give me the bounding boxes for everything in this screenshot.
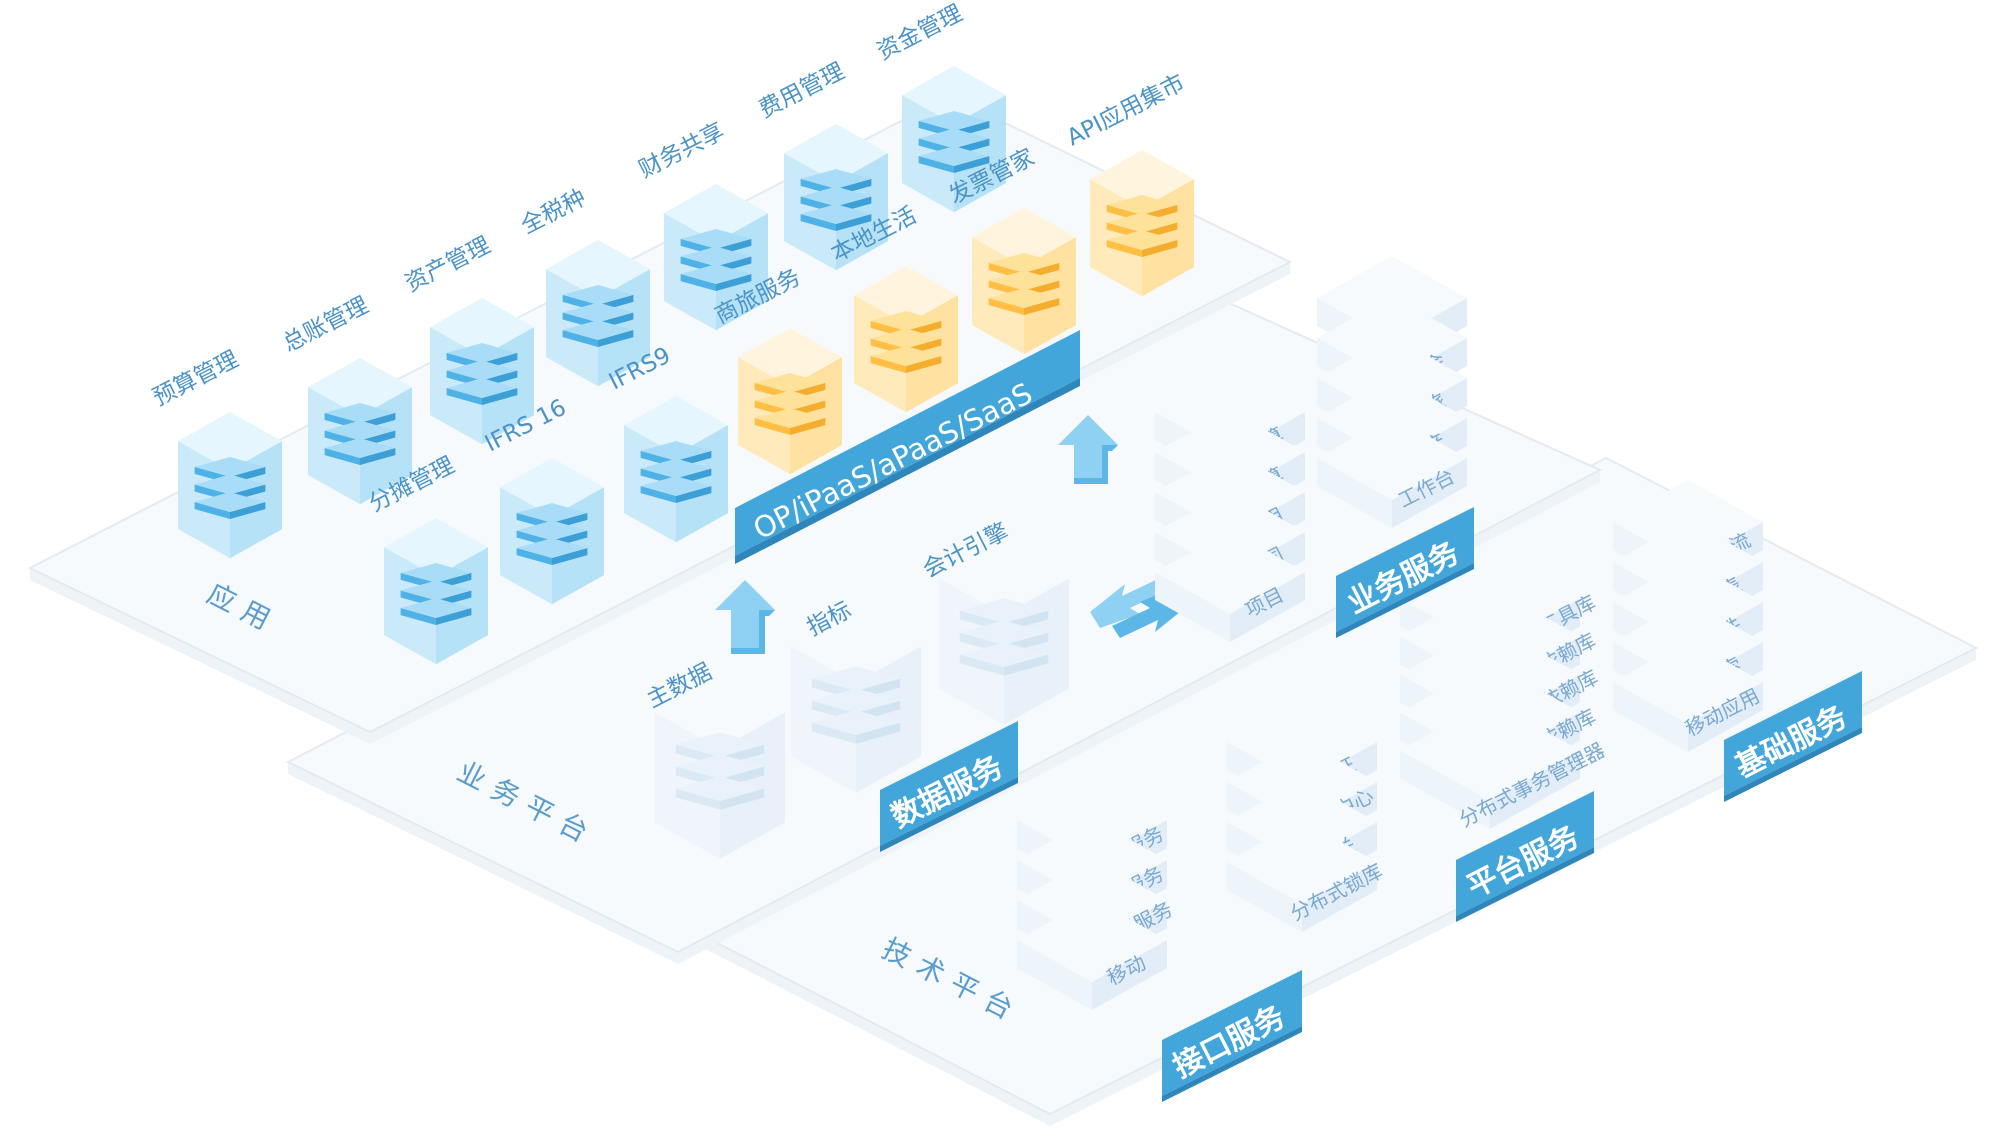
- module-cube: [664, 184, 768, 331]
- module-cube: [854, 266, 958, 413]
- arrow-up-icon: [715, 580, 775, 654]
- module-cube: [738, 328, 842, 475]
- module-cube: [624, 396, 728, 543]
- module-label: 资产管理: [401, 232, 495, 297]
- business-item-slab: 工作台: [1317, 416, 1467, 528]
- arrow-up-icon: [1058, 415, 1118, 484]
- module-cube: [902, 66, 1006, 213]
- platform-stack-small: 认证注册中心网关分布式锁库: [1227, 700, 1386, 932]
- module-cube: [308, 358, 412, 505]
- basic-stack: 工作流报表文件检索移动应用: [1613, 480, 1763, 752]
- ghost-cube: [655, 676, 785, 859]
- module-cube: [384, 518, 488, 665]
- module-label: 资金管理: [873, 0, 967, 65]
- module-cube: [784, 124, 888, 271]
- module-cube: [178, 412, 282, 559]
- interface-stack: 基础服务业务服务主数据服务移动: [1017, 778, 1176, 1010]
- module-cube: [430, 298, 534, 445]
- module-label: 全税种: [517, 185, 590, 239]
- module-cube: [546, 240, 650, 387]
- module-cube: [972, 208, 1076, 355]
- module-label: API应用集市: [1063, 70, 1189, 151]
- module-label: 总账管理: [279, 292, 373, 357]
- module-label: 财务共享: [635, 118, 729, 183]
- module-cube: [1090, 150, 1194, 297]
- module-label: 预算管理: [149, 346, 243, 411]
- business-stack-2: 税资金商旅资产工作台: [1317, 256, 1467, 528]
- ghost-cube: [791, 610, 921, 793]
- module-cube: [500, 458, 604, 605]
- business-item-slab: 项目: [1155, 530, 1305, 642]
- business-stack-1: 核算预算费用合同项目: [1155, 370, 1305, 642]
- business-ghost-cubes: [655, 542, 1069, 859]
- module-label: 费用管理: [755, 58, 849, 123]
- basic-item-slab: 移动应用: [1613, 640, 1763, 752]
- ghost-cube: [939, 542, 1069, 725]
